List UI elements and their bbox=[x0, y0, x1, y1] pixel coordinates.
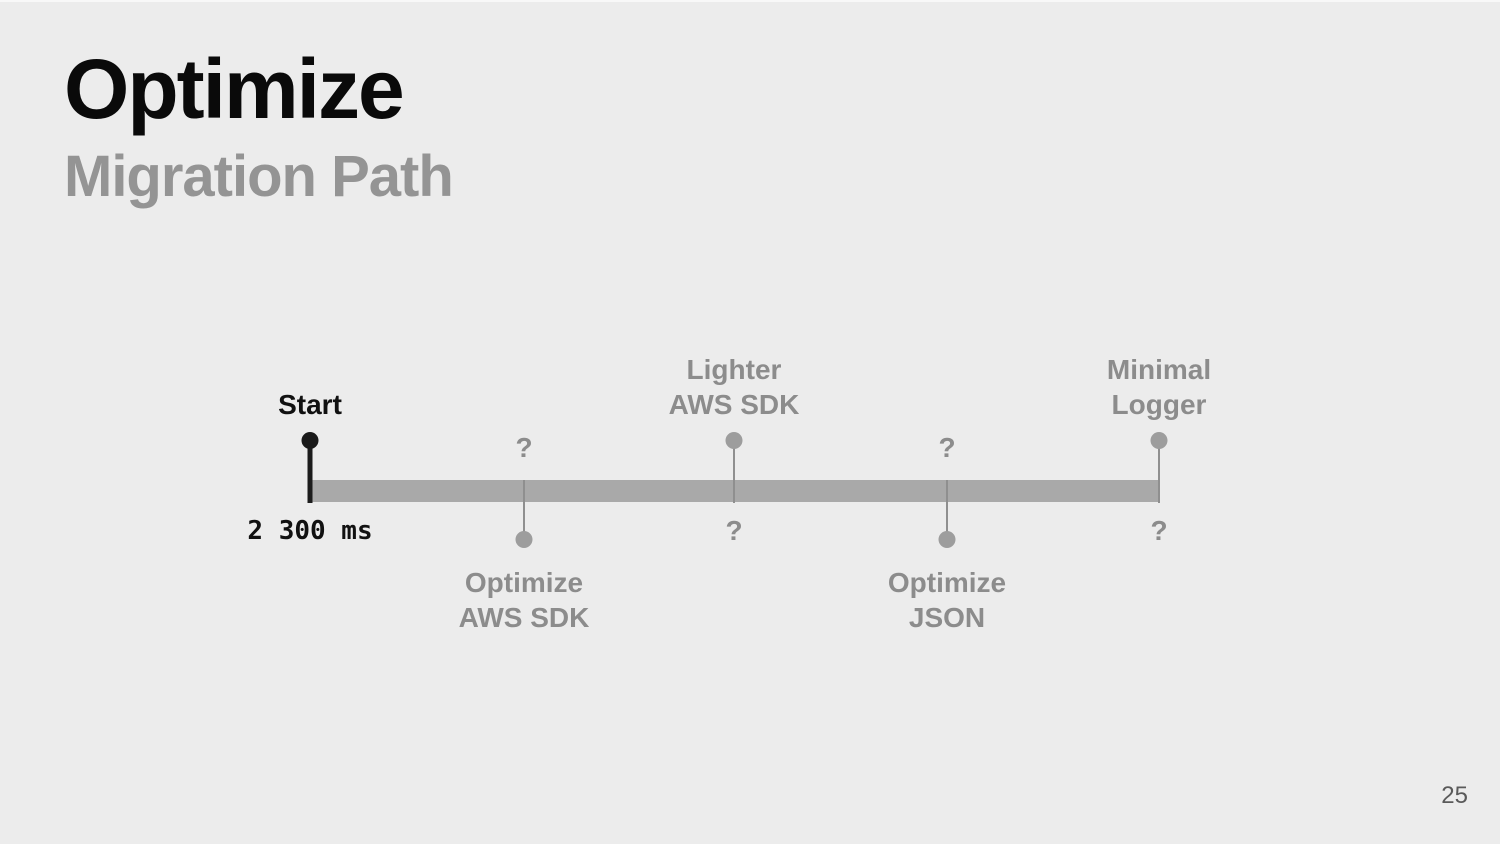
milestone-label-line: JSON bbox=[908, 602, 986, 633]
milestone-label: Optimize JSON bbox=[888, 565, 1006, 635]
milestone-label: Start bbox=[278, 387, 342, 422]
milestone-stem bbox=[733, 441, 735, 503]
milestone-label-line: Logger bbox=[1111, 389, 1207, 420]
milestone-dot bbox=[301, 432, 319, 449]
milestone-value: ? bbox=[1150, 515, 1168, 546]
milestone-value: 2 300 ms bbox=[247, 516, 373, 546]
page-number: 25 bbox=[1441, 782, 1468, 809]
milestone-stem bbox=[523, 480, 525, 540]
milestone-label: Optimize AWS SDK bbox=[459, 565, 590, 635]
milestone-label: Lighter AWS SDK bbox=[669, 352, 800, 422]
milestone-stem bbox=[1158, 441, 1160, 503]
milestone-dot bbox=[1150, 432, 1168, 449]
slide-title: Optimize bbox=[64, 42, 405, 136]
milestone-value: ? bbox=[725, 515, 743, 546]
milestone-label-line: Minimal bbox=[1106, 354, 1212, 385]
milestone-dot bbox=[515, 531, 533, 548]
top-strip bbox=[0, 0, 1500, 2]
milestone-dot bbox=[938, 531, 956, 548]
milestone-value: ? bbox=[938, 432, 956, 463]
slide-subtitle: Migration Path bbox=[64, 144, 454, 209]
milestone-label-line: AWS SDK bbox=[668, 389, 800, 420]
milestone-dot bbox=[725, 432, 743, 449]
milestone-label-line: Optimize bbox=[464, 567, 584, 598]
milestone-value: ? bbox=[515, 432, 533, 463]
milestone-label-line: AWS SDK bbox=[458, 602, 590, 633]
milestone-label: Minimal Logger bbox=[1107, 352, 1211, 422]
milestone-stem bbox=[946, 480, 948, 540]
milestone-stem bbox=[307, 441, 313, 503]
milestone-label-line: Start bbox=[278, 389, 342, 420]
milestone-label-line: Optimize bbox=[887, 567, 1007, 598]
timeline-bar bbox=[310, 480, 1160, 502]
milestone-label-line: Lighter bbox=[686, 354, 782, 385]
